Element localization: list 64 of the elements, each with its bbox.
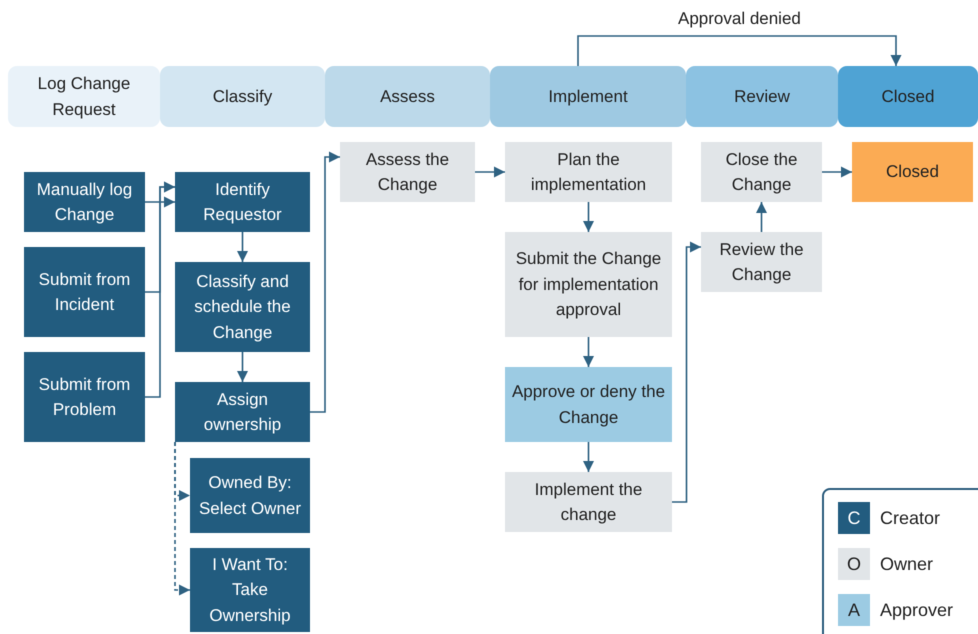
stage-header [160,66,325,127]
process-box [24,247,145,337]
process-box [852,142,973,202]
stage-header [8,66,160,127]
process-box [701,142,822,202]
arrow [475,166,505,178]
arrow [577,35,902,66]
step-label: Assign ownership [202,388,282,436]
step-label: Submit from Incident [38,268,132,316]
process-box [175,172,310,232]
step-label: Review the Change [718,238,805,286]
step-label: Plan the implementation [530,148,648,196]
process-box [340,142,475,202]
arrow [236,232,248,262]
process-box [190,548,310,632]
arrow [582,202,594,232]
stage-header [325,66,490,127]
arrow [582,442,594,472]
process-box [505,367,672,442]
arrow [145,196,175,208]
legend-key: O [838,548,870,580]
stage-title: Assess [380,86,435,108]
step-label: Close the Change [724,148,798,196]
process-box [505,472,672,532]
stage-title: Implement [548,86,628,108]
arrow [756,202,768,232]
legend-label: Owner [880,554,934,574]
arrow [236,352,248,382]
arrow [582,337,594,367]
stage-title: Closed [882,86,934,108]
arrow [174,442,190,596]
process-box [505,232,672,337]
step-label: Owned By: Select Owner [198,472,302,520]
arrow [145,181,175,398]
arrow [822,166,852,178]
stage-header [490,66,686,127]
process-box [190,458,310,533]
step-label: Manually log Change [36,178,134,226]
process-box [175,382,310,442]
legend-label: Creator [880,508,940,528]
step-label: Identify Requestor [202,178,283,226]
step-label: Implement the change [534,478,644,526]
stage-title: Review [734,86,790,108]
legend-key: A [838,594,870,626]
stage-title: Classify [212,86,272,108]
legend-key: C [838,502,870,534]
legend-label: Approver [880,600,954,620]
process-box [24,172,145,232]
process-box [701,232,822,292]
step-label: Approve or deny the Change [510,381,666,428]
step-label: Classify and schedule the Change [193,270,292,344]
step-label: Submit from Problem [38,374,132,421]
step-label: Closed [886,161,939,184]
stage-title: Log Change Request [36,73,132,120]
arrow [672,241,701,503]
stage-header [686,66,838,127]
process-box [505,142,672,202]
arrow [310,151,340,413]
step-label: Assess the Change [364,148,450,196]
step-label: Submit the Change for implementation approval [514,248,662,322]
process-box [24,352,145,442]
process-box [175,262,310,352]
step-label: I Want To: Take Ownership [208,554,292,627]
stage-header [838,66,978,127]
